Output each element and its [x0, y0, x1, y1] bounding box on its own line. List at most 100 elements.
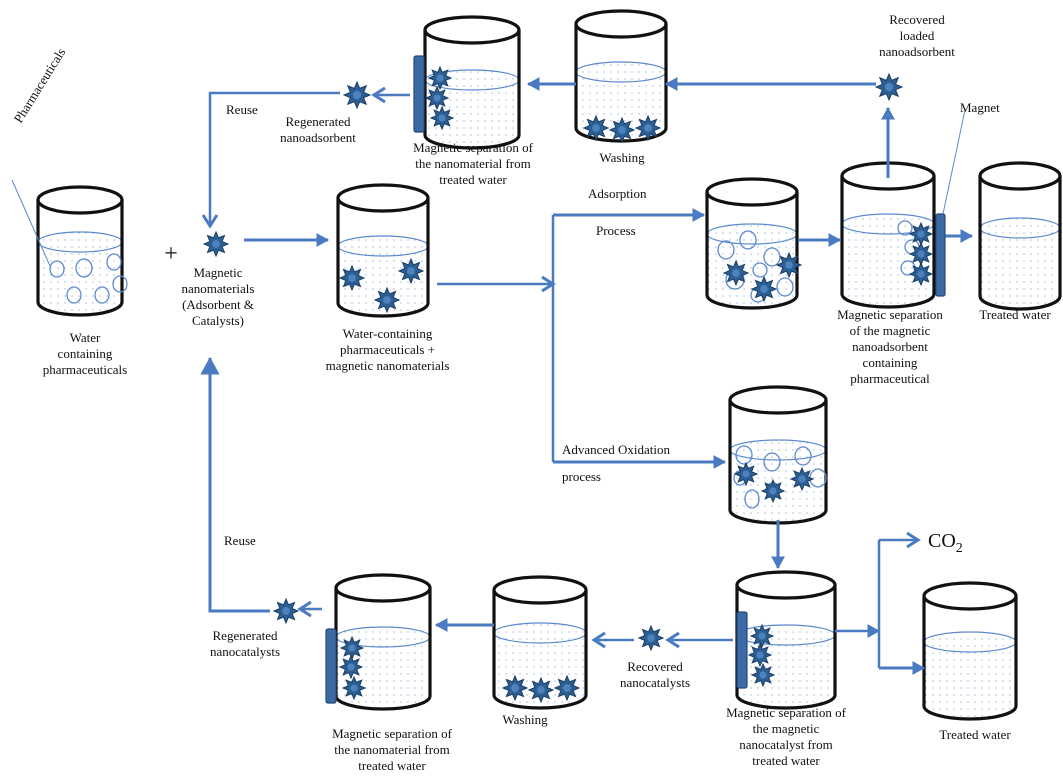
pharmaceutical-bubble-4 [66, 286, 82, 304]
pharmaceutical-bubble-1 [75, 258, 93, 278]
arrow-to-adsorption [553, 208, 706, 222]
adsorbent-separation-particle-2 [908, 261, 934, 287]
arrow-washing-to-separation-top [526, 77, 576, 91]
pharmaceuticals-pointer [11, 179, 51, 267]
washing-top-particle-1 [608, 116, 636, 144]
arrow-recovered-to-washing-bottom [591, 631, 634, 649]
recovered-nanocatalysts-particle [637, 624, 665, 652]
oxidation-bubble-0 [735, 445, 753, 465]
catalyst-separation-particle-2 [750, 662, 776, 688]
beaker-catalyst-separation [735, 570, 837, 710]
oxidation-bubble-4 [744, 489, 760, 509]
line-recovered-to-washing [664, 77, 876, 91]
co2-text: CO [928, 530, 956, 552]
oxidation-particle-2 [789, 466, 815, 492]
adsorption-label: Adsorption [588, 186, 647, 201]
washing-top-particle-2 [634, 114, 662, 142]
beaker-top-separation [423, 15, 521, 150]
oxidation-process-label: process [562, 469, 601, 484]
oxidation-particle-0 [733, 461, 759, 487]
adsorption-bubble-0 [717, 240, 735, 260]
top-separation-particle-0 [427, 65, 453, 91]
catalyst-separation-particle-0 [749, 623, 775, 649]
nanomaterial-particle [202, 230, 230, 258]
magnetic-separation-top-label: Magnetic separation of the nanomaterial … [413, 140, 533, 187]
magnetic-nanomaterials-label: Magnetic nanomaterials (Adsorbent & Cata… [181, 265, 255, 328]
recovered-loaded-nanoadsorbent-particle [874, 72, 904, 102]
arrow-nanomaterial-to-mixture [244, 233, 330, 247]
beaker-treated-water-top [978, 161, 1062, 311]
arrow-separation-up-to-recovered [881, 106, 895, 178]
magnetic-separation-catalyst-label: Magnetic separation of the magnetic nano… [726, 705, 846, 768]
magnet-top-separation [413, 55, 425, 133]
magnet-pointer [942, 109, 966, 215]
adsorption-particle-1 [775, 251, 803, 279]
adsorbent-separation-particle-1 [908, 241, 934, 267]
adsorbent-separation-bubble-0 [897, 220, 913, 236]
arrow-reuse-top [201, 91, 340, 229]
top-separation-particle-1 [424, 85, 450, 111]
reuse-bottom-label: Reuse [224, 533, 256, 548]
adsorption-bubble-6 [752, 262, 768, 278]
magnet-bottom-separation [325, 628, 337, 704]
water-plus-nanomaterials-label: Water-containing pharmaceuticals + magne… [325, 326, 450, 373]
water-containing-pharmaceuticals-label: Water containing pharmaceuticals [42, 330, 128, 377]
advanced-oxidation-label: Advanced Oxidation [562, 442, 670, 457]
adsorption-process-label: Process [596, 223, 636, 238]
pharmaceutical-bubble-5 [94, 286, 110, 304]
co2-label: CO2 [928, 530, 963, 560]
top-separation-particle-2 [429, 105, 455, 131]
beaker-mixture [336, 183, 430, 318]
magnet-label: Magnet [960, 100, 1000, 115]
regenerated-nanoadsorbent-particle [342, 80, 372, 110]
mixture-particle-1 [397, 257, 425, 285]
magnetic-separation-adsorbent-label: Magnetic separation of the magnetic nano… [837, 307, 943, 386]
arrow-to-treated-water-bottom [879, 661, 926, 675]
arrow-separation-to-regenerated-top [371, 86, 410, 104]
co2-subscript: 2 [955, 541, 963, 556]
arrow-adsorption-to-separation [798, 233, 842, 247]
pharmaceutical-bubble-0 [49, 260, 65, 278]
arrow-washing-to-separation-bottom [434, 618, 494, 632]
arrow-oxidation-down [771, 520, 785, 570]
washing-top-label: Washing [599, 150, 645, 165]
magnet-catalyst-separation [736, 611, 748, 689]
washing-bottom-particle-0 [501, 674, 529, 702]
beaker-adsorbent-separation [840, 161, 936, 309]
bottom-separation-particle-2 [341, 675, 367, 701]
beaker-start [36, 185, 124, 317]
reuse-top-label: Reuse [226, 102, 258, 117]
adsorption-particle-0 [722, 259, 750, 287]
treated-water-top-label: Treated water [979, 307, 1051, 322]
arrow-mixture-to-split [437, 275, 556, 293]
washing-bottom-label: Washing [502, 712, 548, 727]
regenerated-nanoadsorbent-label: Regenerated nanoadsorbent [280, 114, 356, 145]
adsorbent-separation-particle-0 [908, 221, 934, 247]
arrow-catalyst-separation-to-recovered [665, 631, 733, 649]
arrow-to-co2 [879, 531, 921, 549]
beaker-treated-water-bottom [922, 581, 1018, 721]
arrow-catalyst-separation-to-right [835, 624, 881, 638]
catalyst-separation-particle-1 [747, 642, 773, 668]
oxidation-particle-1 [760, 478, 786, 504]
mixture-particle-2 [373, 286, 401, 314]
adsorption-bubble-1 [739, 230, 757, 250]
plus-sign: + [164, 241, 178, 267]
pharmaceutical-bubble-2 [106, 253, 122, 271]
oxidation-bubble-2 [794, 446, 812, 466]
treated-water-bottom-label: Treated water [939, 727, 1011, 742]
adsorption-particle-2 [750, 275, 778, 303]
washing-bottom-particle-1 [527, 676, 555, 704]
recovered-nanocatalysts-label: Recovered nanocatalysts [619, 659, 691, 690]
regenerated-nanocatalysts-label: Regenerated nanocatalysts [209, 628, 281, 659]
washing-top-particle-0 [582, 114, 610, 142]
bottom-separation-particle-0 [339, 635, 365, 661]
oxidation-bubble-1 [763, 452, 781, 472]
arrow-separation-to-regenerated-bottom [297, 600, 322, 618]
adsorption-bubble-2 [763, 247, 781, 267]
pharmaceutical-bubble-3 [112, 275, 128, 293]
arrow-reuse-bottom [200, 356, 270, 613]
arrow-separation-to-treated-water [944, 229, 974, 243]
